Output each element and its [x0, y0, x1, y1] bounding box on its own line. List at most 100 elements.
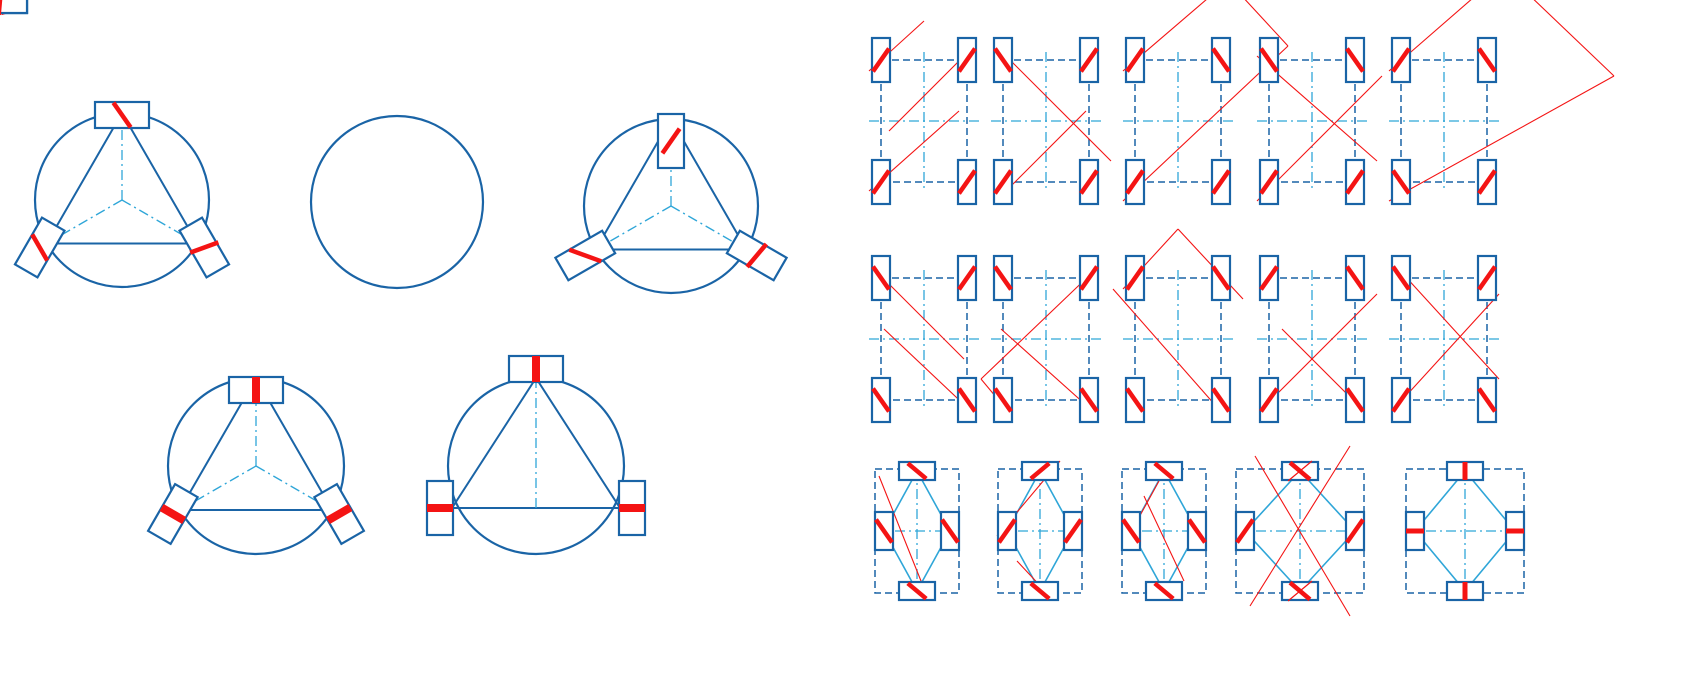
- wheel-mark: [993, 387, 1013, 413]
- center-axis: [46, 199, 123, 245]
- wheel-mark: [997, 518, 1017, 544]
- wheel-mark: [1345, 47, 1365, 73]
- alignment-line: [888, 60, 960, 132]
- wheel-mark: [1187, 518, 1207, 544]
- wheel-mark: [1259, 265, 1279, 291]
- wheel-mark: [1079, 265, 1099, 291]
- wheel-mark: [1211, 387, 1231, 413]
- wheel: [1124, 254, 1146, 302]
- center-axis: [121, 199, 198, 245]
- wheel-mark: [1125, 47, 1145, 73]
- wheel: [1344, 158, 1366, 206]
- wheel-mark: [871, 265, 891, 291]
- frame: [1268, 59, 1356, 183]
- wheel-mark: [1079, 387, 1099, 413]
- frame: [1400, 277, 1488, 401]
- alignment-line: [878, 475, 928, 597]
- wheel: [1120, 510, 1142, 552]
- wheel: [1390, 36, 1412, 84]
- wheel: [1078, 376, 1100, 424]
- triangle-layout-c: [553, 112, 789, 295]
- wheel-mark: [1121, 518, 1141, 544]
- wheel-mark: [325, 504, 353, 524]
- alignment-line: [1112, 288, 1224, 415]
- wheel-mark: [957, 47, 977, 73]
- wheel: [1258, 376, 1280, 424]
- rect-layout-rect-2: [991, 36, 1112, 206]
- wheel-mark: [906, 461, 928, 481]
- wheel: [1124, 158, 1146, 206]
- rect-layout-rect-4: [1256, 36, 1383, 206]
- wheel-mark: [1477, 265, 1497, 291]
- frame: [1400, 59, 1488, 183]
- wheel-mark: [159, 504, 187, 524]
- alignment-line: [1005, 110, 1087, 192]
- wheel: [1020, 460, 1060, 482]
- wheel-mark: [1345, 265, 1365, 291]
- wheel: [93, 100, 151, 130]
- diamond-layout-dia-3: [1120, 460, 1208, 602]
- wheel-mark: [1391, 387, 1411, 413]
- wheel-mark: [1153, 461, 1175, 481]
- wheel: [1144, 460, 1184, 482]
- wheel: [1210, 376, 1232, 424]
- wheel: [1124, 36, 1146, 84]
- wheel-mark: [1153, 581, 1175, 601]
- wheel-mark: [1345, 518, 1365, 544]
- wheel: [425, 479, 455, 537]
- wheel-mark: [745, 242, 769, 269]
- wheel: [1020, 580, 1060, 602]
- wheel-mark: [1477, 387, 1497, 413]
- rect-layout-rect-7: [980, 254, 1101, 424]
- wheel-mark: [1063, 518, 1083, 544]
- alignment-line: [1143, 495, 1185, 582]
- frame: [1268, 277, 1356, 401]
- wheel: [312, 482, 366, 546]
- wheel-mark: [1079, 169, 1099, 195]
- center-axis: [595, 205, 672, 251]
- frame: [1134, 59, 1222, 183]
- rect-layout-rect-9: [1257, 254, 1378, 424]
- wheel-mark: [871, 387, 891, 413]
- alignment-line: [1261, 293, 1378, 410]
- alignment-line: [1388, 75, 1615, 202]
- wheel-mark: [1391, 169, 1411, 195]
- wheel-mark: [1211, 47, 1231, 73]
- wheel-mark: [1259, 387, 1279, 413]
- triangle-layout-e: [425, 354, 647, 556]
- base-circle: [309, 114, 485, 290]
- wheel: [1476, 376, 1498, 424]
- wheel-mark: [1125, 169, 1145, 195]
- alignment-line: [980, 268, 1097, 380]
- wheel-mark: [871, 47, 891, 73]
- wheel: [1476, 36, 1498, 84]
- wheel: [1344, 254, 1366, 302]
- diamond-layout-dia-2: [996, 460, 1084, 602]
- wheel: [956, 254, 978, 302]
- wheel: [1390, 158, 1412, 206]
- wheel-mark: [993, 265, 1013, 291]
- wheel: [656, 112, 686, 170]
- rect-layout-rect-8: [1112, 228, 1244, 424]
- wheel: [992, 158, 1014, 206]
- wheel: [1124, 376, 1146, 424]
- wheel: [507, 354, 565, 384]
- wheel-mark: [871, 169, 891, 195]
- wheel-mark: [874, 518, 894, 544]
- wheel-mark: [906, 581, 928, 601]
- wheel-mark: [957, 265, 977, 291]
- wheel-mark: [30, 233, 50, 262]
- wheel: [1445, 580, 1485, 602]
- frame: [1134, 277, 1222, 401]
- wheel-mark: [1345, 169, 1365, 195]
- wheel: [1234, 510, 1256, 552]
- wheel-mark: [993, 47, 1013, 73]
- wheel: [1344, 510, 1366, 552]
- wheel-mark: [1125, 265, 1145, 291]
- wheel: [956, 376, 978, 424]
- wheel: [1078, 254, 1100, 302]
- wheel: [1404, 510, 1426, 552]
- frame: [1002, 277, 1090, 401]
- wheel: [939, 510, 961, 552]
- alignment-line: [1005, 55, 1112, 162]
